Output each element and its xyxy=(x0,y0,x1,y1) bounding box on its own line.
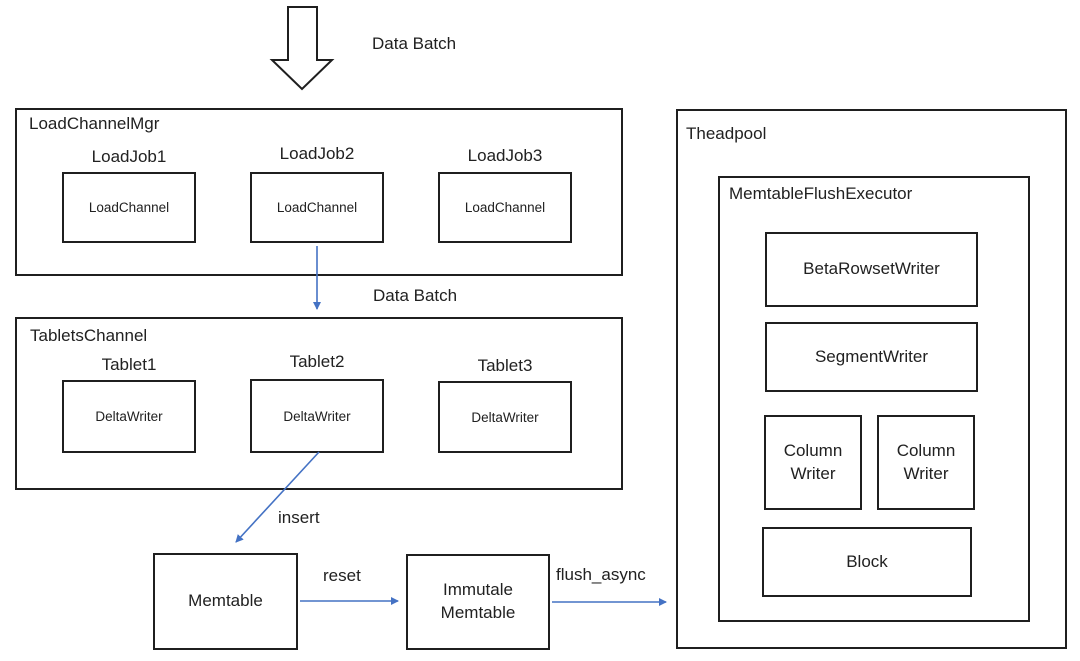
edge-insert-label: insert xyxy=(278,508,320,527)
segment-writer-box: SegmentWriter xyxy=(765,322,978,392)
loadjob3-loadchannel-box: LoadChannel xyxy=(438,172,572,243)
edge-data-batch-label: Data Batch xyxy=(373,286,458,305)
tablet1-deltawriter-label: DeltaWriter xyxy=(95,409,163,424)
immutable-memtable-label-line2: Memtable xyxy=(440,603,516,622)
segment-writer-label: SegmentWriter xyxy=(814,346,929,366)
memtable-label: Memtable xyxy=(188,591,263,611)
tablet3-deltawriter-label: DeltaWriter xyxy=(471,409,539,425)
loadjob1-loadchannel-box: LoadChannel xyxy=(62,172,196,243)
tablet3-label: Tablet3 xyxy=(477,356,533,375)
edge-reset-label: reset xyxy=(323,566,361,585)
column-writer-label-1: Column Writer xyxy=(783,440,843,483)
tablet2-label: Tablet2 xyxy=(289,352,345,371)
memtable-flush-executor-box xyxy=(718,176,1030,622)
threadpool-title: Theadpool xyxy=(686,124,767,143)
block-label: Block xyxy=(846,551,888,571)
data-batch-input-arrow-icon xyxy=(269,6,335,91)
load-channel-mgr-box xyxy=(15,108,623,276)
loadjob3-loadchannel-label: LoadChannel xyxy=(464,200,546,215)
loadjob2-label: LoadJob2 xyxy=(279,144,355,163)
input-data-batch-label: Data Batch xyxy=(372,34,457,53)
tablets-channel-title: TabletsChannel xyxy=(30,326,148,345)
memtable-flush-executor-title: MemtableFlushExecutor xyxy=(729,184,913,203)
immutable-memtable-label-line1: Immutale xyxy=(443,580,513,600)
column-writer-box-2: Column Writer xyxy=(877,415,975,510)
loadjob2-loadchannel-box: LoadChannel xyxy=(250,172,384,243)
tablet2-deltawriter-box: DeltaWriter xyxy=(250,379,384,453)
load-channel-mgr-title: LoadChannelMgr xyxy=(29,114,160,133)
loadjob1-label: LoadJob1 xyxy=(91,147,167,166)
immutable-memtable-box: Immutale Memtable xyxy=(406,554,550,650)
loadjob2-loadchannel-label: LoadChannel xyxy=(276,200,358,215)
tablet3-deltawriter-box: DeltaWriter xyxy=(438,381,572,453)
beta-rowset-writer-label: BetaRowsetWriter xyxy=(803,259,940,279)
threadpool-box xyxy=(676,109,1067,649)
tablet1-label: Tablet1 xyxy=(101,355,157,374)
tablet1-deltawriter-box: DeltaWriter xyxy=(62,380,196,453)
loadjob3-label: LoadJob3 xyxy=(467,146,543,165)
block-box: Block xyxy=(762,527,972,597)
tablet2-deltawriter-label: DeltaWriter xyxy=(283,408,351,424)
column-writer-label-2: Column Writer xyxy=(896,440,956,483)
beta-rowset-writer-box: BetaRowsetWriter xyxy=(765,232,978,307)
column-writer-box-1: Column Writer xyxy=(764,415,862,510)
memtable-box: Memtable xyxy=(153,553,298,650)
edge-flush-async-label: flush_async xyxy=(556,565,646,584)
loadjob1-loadchannel-label: LoadChannel xyxy=(88,200,170,215)
